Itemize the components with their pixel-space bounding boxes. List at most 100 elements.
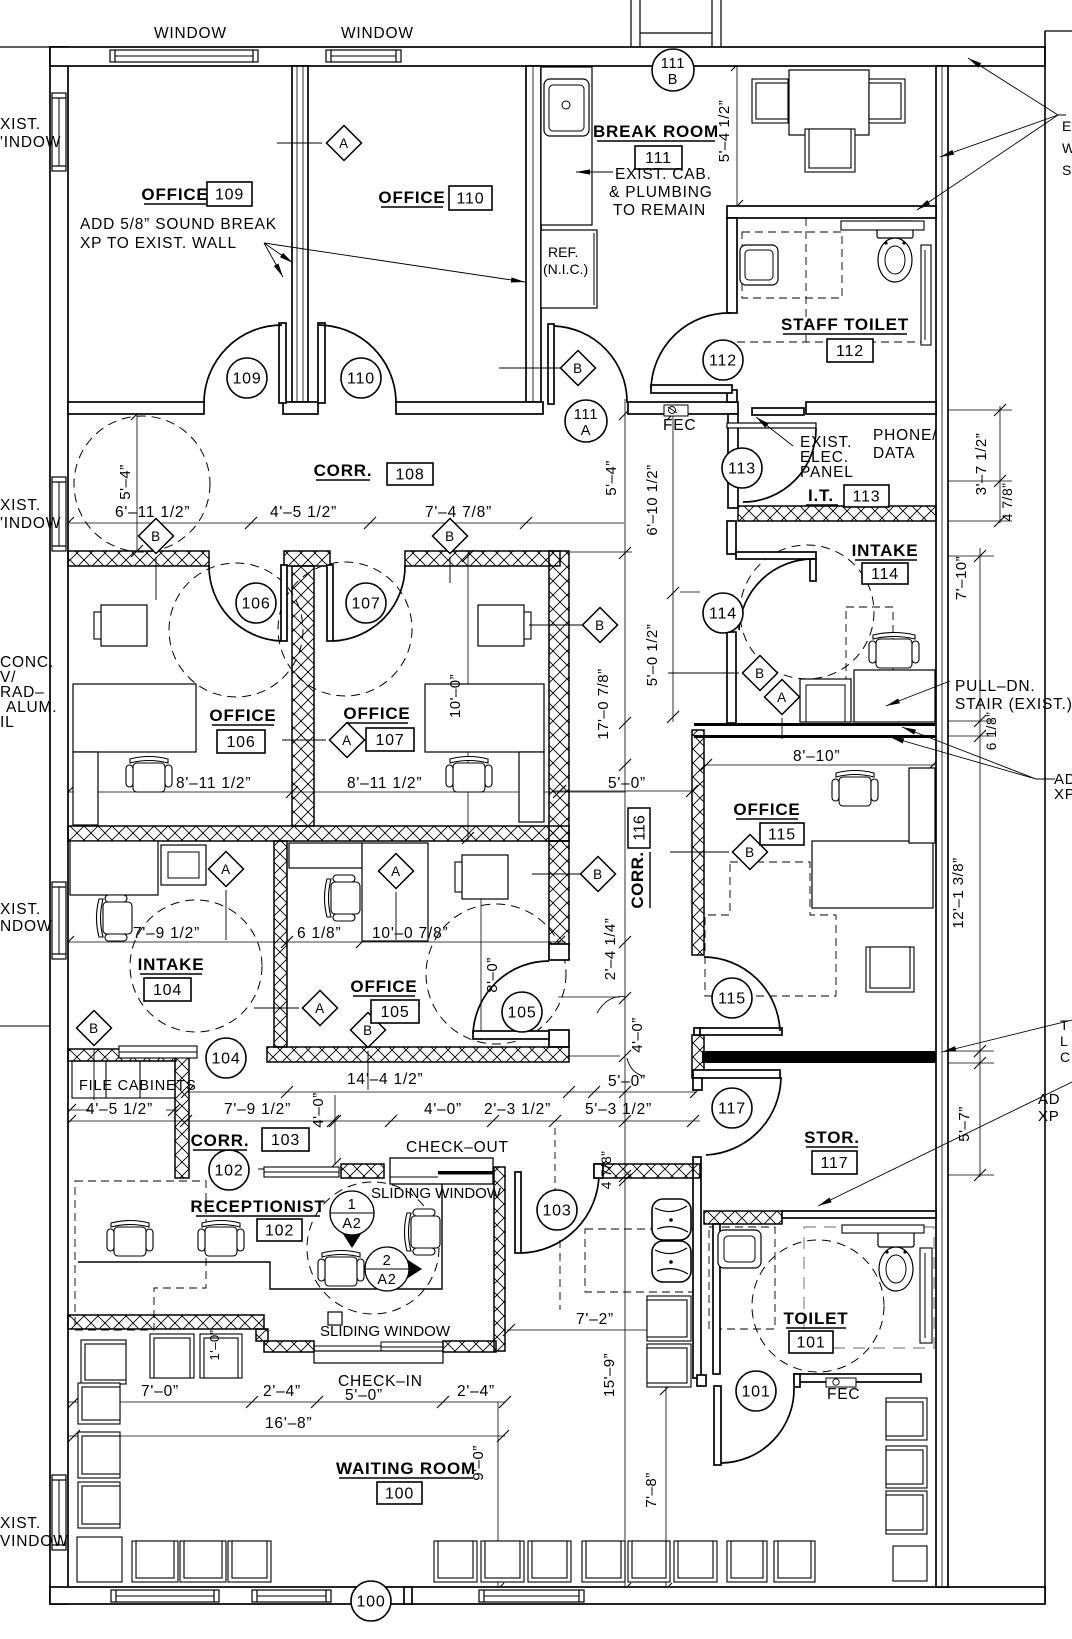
svg-text:REF.: REF. <box>548 244 578 260</box>
svg-text:A2: A2 <box>377 1272 396 1288</box>
svg-text:5'–7”: 5'–7” <box>956 1106 973 1141</box>
svg-text:115: 115 <box>718 991 746 1008</box>
svg-text:INTAKE: INTAKE <box>138 955 205 974</box>
svg-text:4 7/8”: 4 7/8” <box>598 1151 614 1190</box>
svg-text:111: 111 <box>574 407 598 423</box>
svg-text:INTAKE: INTAKE <box>852 541 919 560</box>
svg-text:117: 117 <box>718 1101 746 1118</box>
svg-text:EXIST.: EXIST. <box>800 434 852 451</box>
svg-text:12'–1 3/8”: 12'–1 3/8” <box>950 857 967 928</box>
svg-text:B: B <box>151 529 161 544</box>
svg-text:XP: XP <box>1054 786 1072 803</box>
svg-text:113: 113 <box>853 489 881 506</box>
svg-text:4'–0”: 4'–0” <box>310 1092 327 1127</box>
svg-text:L: L <box>1060 1033 1069 1049</box>
svg-text:107: 107 <box>375 732 404 749</box>
svg-text:104: 104 <box>153 982 182 999</box>
svg-text:CORR.: CORR. <box>191 1131 250 1150</box>
svg-text:DATA: DATA <box>873 445 915 462</box>
svg-text:ELEC.: ELEC. <box>800 449 849 466</box>
svg-text:108: 108 <box>395 467 424 484</box>
svg-text:A: A <box>221 862 231 877</box>
svg-text:A: A <box>391 864 401 879</box>
svg-text:116: 116 <box>632 815 649 841</box>
svg-text:B: B <box>445 529 455 544</box>
svg-text:B: B <box>573 361 583 376</box>
svg-text:6'–10 1/2”: 6'–10 1/2” <box>644 464 661 535</box>
svg-text:B: B <box>595 618 605 633</box>
svg-text:103: 103 <box>271 1132 300 1149</box>
svg-text:4'–5 1/2”: 4'–5 1/2” <box>86 1101 153 1118</box>
svg-text:FEC: FEC <box>827 1386 860 1403</box>
svg-text:2'–4”: 2'–4” <box>457 1383 495 1400</box>
svg-text:107: 107 <box>351 596 380 613</box>
svg-text:117: 117 <box>821 1155 849 1172</box>
svg-text:TOILET: TOILET <box>784 1309 849 1328</box>
svg-text:7'–4 7/8”: 7'–4 7/8” <box>425 504 492 521</box>
svg-text:WINDOW: WINDOW <box>341 25 414 42</box>
svg-text:100: 100 <box>356 1594 385 1611</box>
svg-text:3'–7 1/2”: 3'–7 1/2” <box>973 433 990 495</box>
svg-text:102: 102 <box>214 1163 243 1180</box>
svg-text:OFFICE: OFFICE <box>378 188 445 207</box>
svg-text:OFFICE: OFFICE <box>350 977 417 996</box>
svg-text:101: 101 <box>796 1335 825 1352</box>
svg-text:7'–9 1/2”: 7'–9 1/2” <box>133 925 200 942</box>
svg-text:112: 112 <box>836 343 864 360</box>
svg-text:16'–8”: 16'–8” <box>265 1415 312 1432</box>
svg-text:115: 115 <box>768 827 796 844</box>
svg-text:IL: IL <box>0 714 15 731</box>
svg-text:1'–0”: 1'–0” <box>207 1329 222 1360</box>
svg-text:A: A <box>777 690 787 705</box>
svg-text:ADD 5/8” SOUND BREAK: ADD 5/8” SOUND BREAK <box>80 216 277 233</box>
svg-text:5'–4”: 5'–4” <box>603 460 620 495</box>
svg-text:101: 101 <box>741 1384 770 1401</box>
svg-text:106: 106 <box>241 596 270 613</box>
svg-text:5'–3 1/2”: 5'–3 1/2” <box>585 1101 652 1118</box>
svg-text:114: 114 <box>871 566 899 583</box>
svg-text:B: B <box>363 1023 373 1038</box>
svg-text:XIST.: XIST. <box>0 116 41 133</box>
svg-text:106: 106 <box>226 734 255 751</box>
svg-text:5'–0 1/2”: 5'–0 1/2” <box>644 624 661 686</box>
svg-text:6 1/8”: 6 1/8” <box>297 925 341 942</box>
svg-text:109: 109 <box>215 187 244 204</box>
svg-text:100: 100 <box>385 1486 414 1503</box>
svg-text:4 7/8”: 4 7/8” <box>999 483 1015 522</box>
svg-text:ADD: ADD <box>1054 771 1072 788</box>
svg-text:14'–4 1/2”: 14'–4 1/2” <box>347 1071 423 1088</box>
svg-text:5'–0”: 5'–0” <box>608 775 646 792</box>
svg-text:RAD–: RAD– <box>0 684 45 701</box>
svg-text:STOR.: STOR. <box>804 1128 860 1147</box>
svg-text:CORR.: CORR. <box>628 851 647 908</box>
svg-text:WAITING ROOM: WAITING ROOM <box>336 1459 476 1478</box>
svg-text:7'–2”: 7'–2” <box>576 1311 614 1328</box>
svg-text:5'–0”: 5'–0” <box>345 1387 383 1404</box>
svg-text:15'–9”: 15'–9” <box>601 1353 618 1397</box>
svg-text:OFFICE: OFFICE <box>141 185 208 204</box>
svg-text:FEC: FEC <box>663 417 696 434</box>
svg-text:5'–0”: 5'–0” <box>608 1073 646 1090</box>
svg-text:111: 111 <box>645 150 672 167</box>
svg-text:RECEPTIONIST: RECEPTIONIST <box>190 1197 325 1216</box>
svg-text:I.T.: I.T. <box>808 486 834 505</box>
svg-text:B: B <box>745 845 755 860</box>
svg-text:B: B <box>755 666 765 681</box>
svg-text:8'–0”: 8'–0” <box>484 957 501 992</box>
svg-text:EX: EX <box>1062 118 1072 134</box>
svg-text:S: S <box>1062 162 1072 178</box>
svg-text:2: 2 <box>383 1253 392 1269</box>
svg-text:XIST.: XIST. <box>0 1515 41 1532</box>
svg-text:102: 102 <box>265 1223 294 1240</box>
svg-text:TO REMAIN: TO REMAIN <box>613 202 706 219</box>
svg-text:10'–0 7/8”: 10'–0 7/8” <box>372 925 448 942</box>
svg-text:7'–0”: 7'–0” <box>141 1383 179 1400</box>
svg-text:A: A <box>315 1001 325 1016</box>
svg-text:NDOW: NDOW <box>0 918 52 935</box>
svg-text:OFFICE: OFFICE <box>343 704 410 723</box>
svg-text:7'–8”: 7'–8” <box>643 1472 660 1507</box>
svg-text:ALUM.: ALUM. <box>6 699 57 716</box>
svg-text:C: C <box>1060 1049 1071 1065</box>
svg-text:6 1/8”: 6 1/8” <box>983 712 999 751</box>
svg-text:OFFICE: OFFICE <box>733 800 800 819</box>
